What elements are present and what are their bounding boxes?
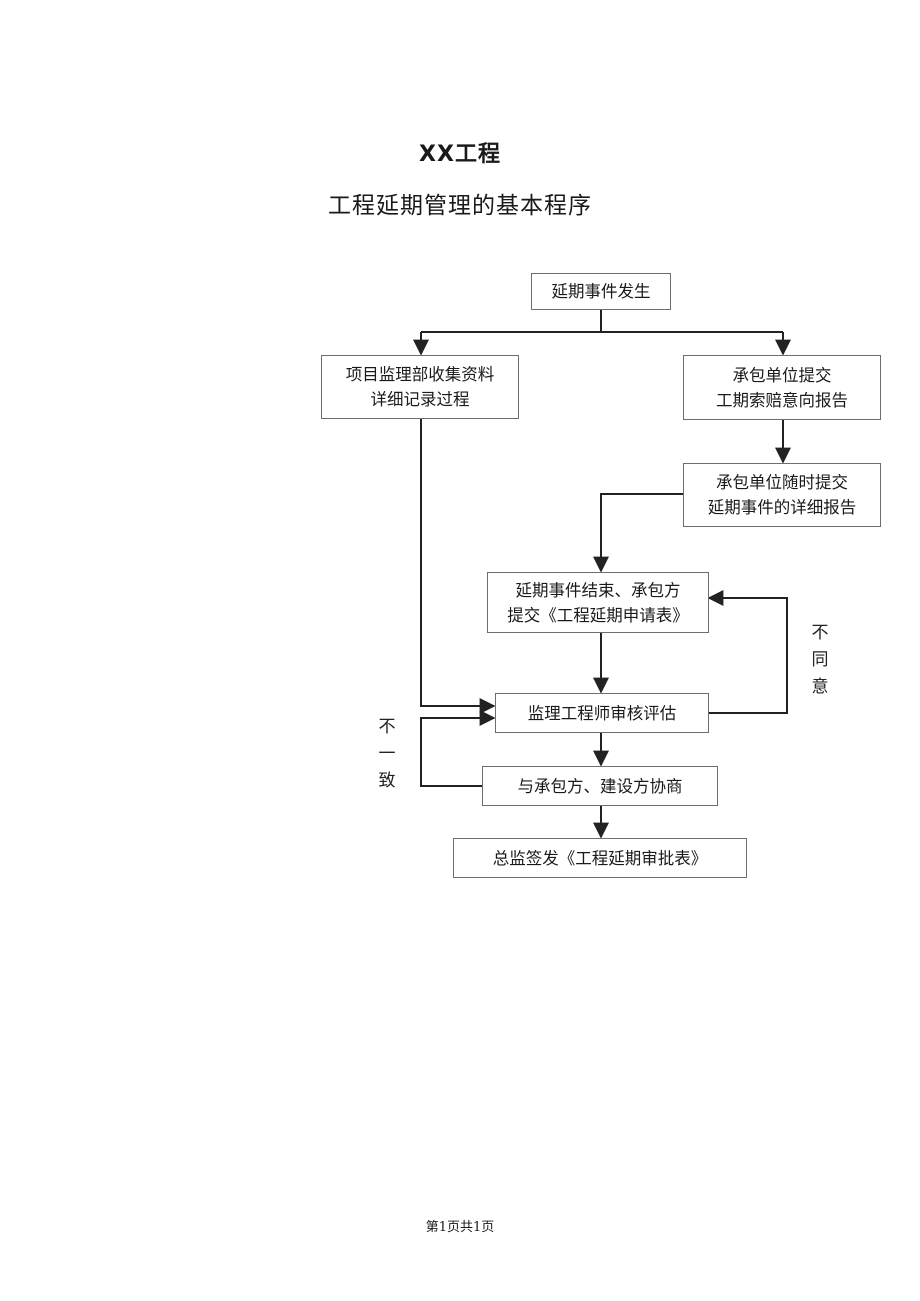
node-engineer-review: 监理工程师审核评估: [495, 693, 709, 733]
node-delay-event-occurs: 延期事件发生: [531, 273, 671, 310]
document-subtitle: 工程延期管理的基本程序: [328, 193, 592, 219]
label-char: 致: [378, 771, 396, 791]
label-char: 同: [811, 650, 829, 670]
label-char: 意: [811, 677, 829, 697]
edge-disagree-loop: [707, 590, 788, 714]
document-title: XX工程: [419, 142, 501, 167]
edge-inconsistent-loop: [420, 710, 496, 787]
label-char: 不: [811, 623, 829, 643]
node-label-line-1: 延期事件结束、承包方: [515, 580, 681, 600]
node-label: 与承包方、建设方协商: [517, 776, 683, 796]
label-inconsistent: 不 一 致: [376, 714, 398, 795]
node-label-line-2: 详细记录过程: [370, 390, 470, 409]
node-submit-intent-report: 承包单位提交 工期索赔意向报告: [683, 355, 881, 420]
edge-collect-to-review: [420, 419, 496, 714]
edge-detail-to-apply: [593, 493, 683, 573]
page-footer: 第1页共1页: [425, 1220, 495, 1235]
node-collect-materials: 项目监理部收集资料 详细记录过程: [321, 355, 519, 419]
node-negotiate: 与承包方、建设方协商: [482, 766, 718, 806]
node-label-line-2: 提交《工程延期申请表》: [507, 605, 689, 625]
node-label-line-1: 承包单位随时提交: [716, 473, 848, 492]
node-label-line-1: 承包单位提交: [732, 365, 832, 385]
node-submit-detail-report: 承包单位随时提交 延期事件的详细报告: [683, 463, 881, 527]
label-char: 一: [378, 744, 396, 764]
node-label-line-1: 项目监理部收集资料: [345, 365, 495, 384]
node-label: 总监签发《工程延期审批表》: [492, 848, 708, 868]
node-label: 延期事件发生: [551, 282, 651, 301]
node-label: 监理工程师审核评估: [527, 703, 677, 723]
node-submit-application: 延期事件结束、承包方 提交《工程延期申请表》: [487, 572, 709, 633]
node-director-approves: 总监签发《工程延期审批表》: [453, 838, 747, 878]
node-label-line-2: 延期事件的详细报告: [707, 498, 857, 517]
node-label-line-2: 工期索赔意向报告: [716, 390, 848, 410]
label-char: 不: [378, 717, 396, 737]
label-disagree: 不 同 意: [809, 620, 831, 701]
